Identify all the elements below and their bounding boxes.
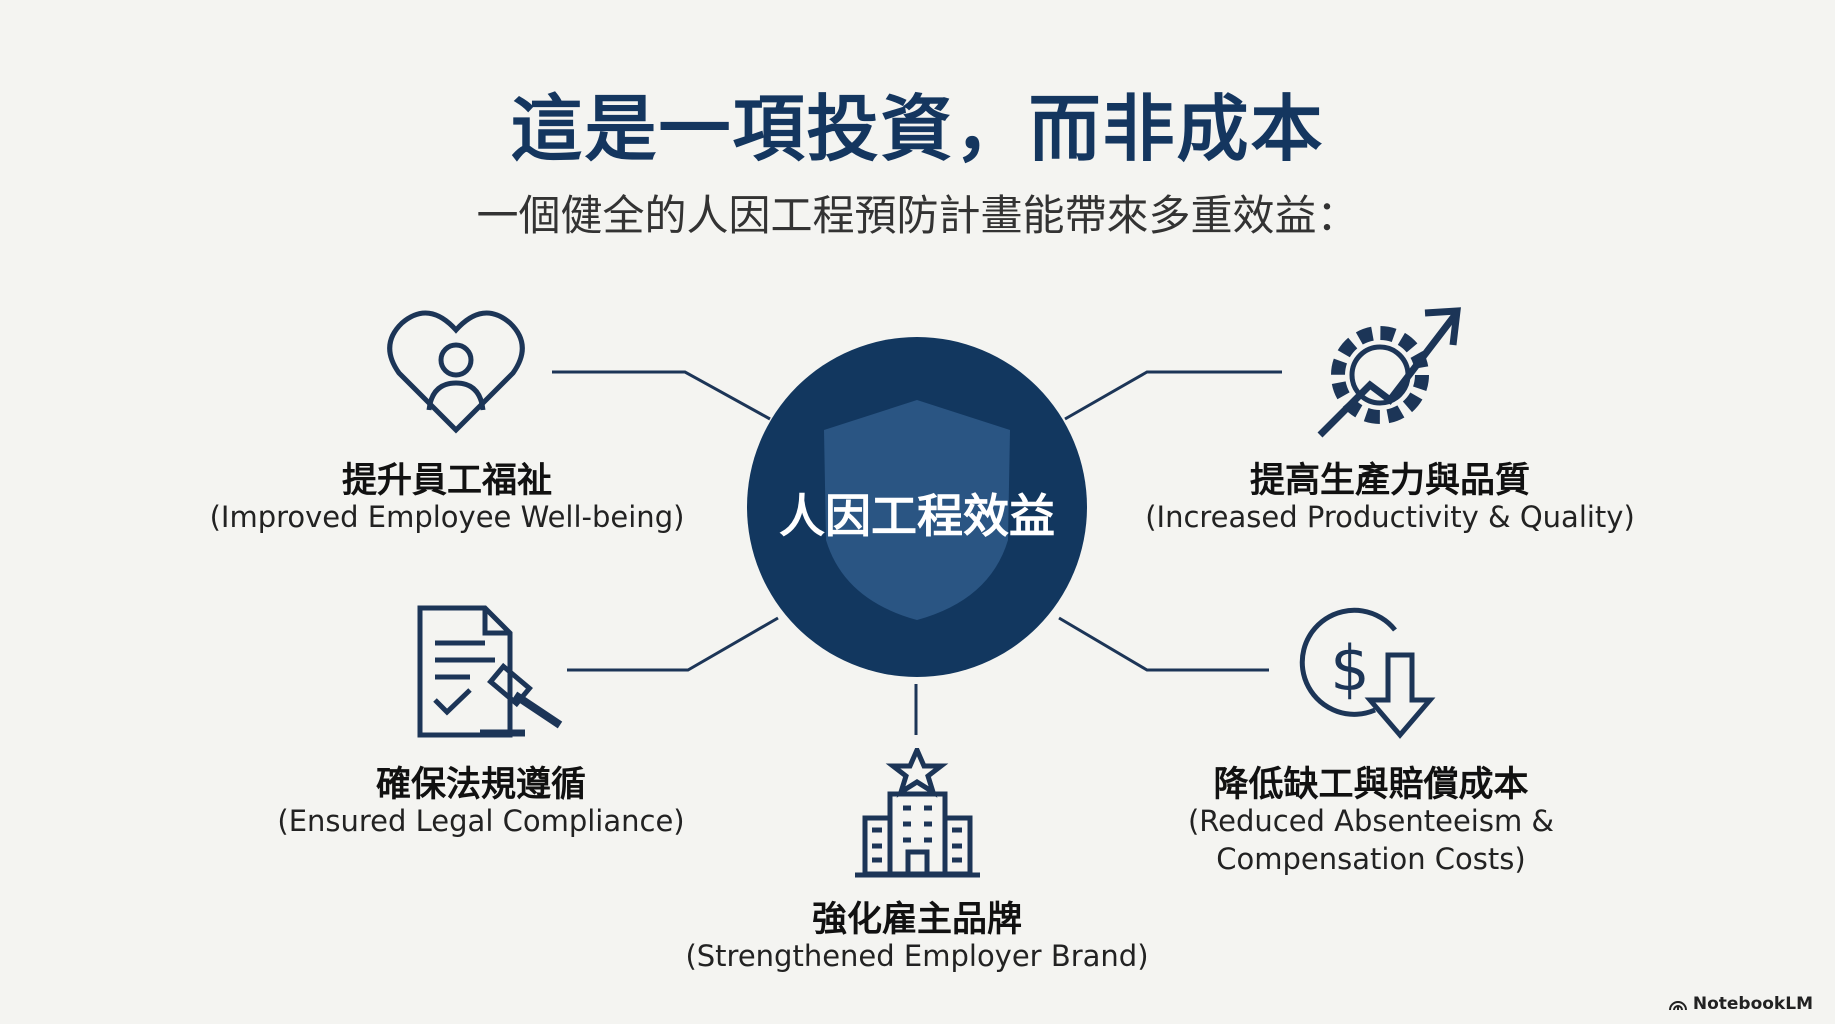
document-gavel-icon	[417, 605, 563, 738]
connector-wellbeing	[552, 370, 771, 421]
connector-productivity	[1064, 370, 1282, 421]
benefit-wellbeing-title: 提升員工福祉	[341, 461, 552, 501]
notebooklm-watermark: NotebookLM	[1668, 994, 1813, 1014]
benefit-wellbeing-subtitle: (Improved Employee Well-being)	[209, 500, 685, 534]
benefit-costs-subtitle-2: Compensation Costs)	[1216, 842, 1526, 876]
benefit-brand-subtitle: (Strengthened Employer Brand)	[685, 939, 1149, 973]
benefit-productivity-subtitle: (Increased Productivity & Quality)	[1145, 500, 1635, 534]
benefit-costs-title: 降低缺工與賠償成本	[1213, 765, 1529, 805]
hub-label: 人因工程效益	[779, 489, 1055, 543]
connector-compliance	[567, 616, 779, 672]
benefit-brand-title: 強化雇主品牌	[811, 900, 1022, 940]
connector-costs	[1058, 616, 1269, 672]
brand-label: NotebookLM	[1692, 994, 1813, 1014]
page-title: 這是一項投資，而非成本	[510, 87, 1325, 171]
building-star-icon	[855, 748, 980, 878]
heart-person-icon	[387, 310, 525, 434]
shield-icon	[824, 400, 1010, 620]
subtitle: 一個健全的人因工程預防計畫能帶來多重效益：	[476, 191, 1359, 240]
dollar-down-arrow-icon: $	[1299, 607, 1436, 739]
svg-text:$: $	[1330, 632, 1369, 705]
gear-trend-arrow-icon	[1317, 307, 1461, 438]
benefit-compliance-subtitle: (Ensured Legal Compliance)	[277, 804, 685, 838]
hub-circle	[747, 337, 1087, 677]
notebooklm-logo-icon	[1668, 1001, 1687, 1011]
benefit-costs-subtitle: (Reduced Absenteeism &	[1187, 804, 1555, 838]
benefit-compliance-title: 確保法規遵循	[375, 765, 586, 805]
benefit-productivity-title: 提高生產力與品質	[1249, 461, 1530, 501]
